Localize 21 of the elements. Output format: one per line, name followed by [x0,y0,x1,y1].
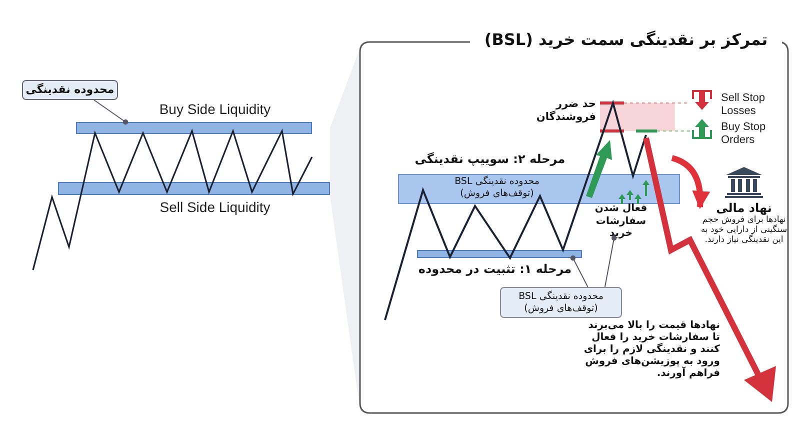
curved-arrow [671,155,710,210]
band-label: Sell Side Liquidity [158,199,272,215]
body-text: نهادها برای فروش حجم سنگینی از دارایی خود به این نقدینگی نیاز دارند. [700,215,788,246]
band-label: Buy Side Liquidity [158,101,272,117]
callout-box: محدوده نقدینگی BSL (توقف‌های فروش) [500,287,622,318]
liquidity-band [76,122,312,134]
liquidity-band [417,250,582,258]
stage-label: مرحله ۱: تثبیت در محدوده [417,262,573,276]
legend-text: Buy Stop Orders [721,121,767,148]
annotation-text: حد ضرر فروشندگان [535,98,596,124]
leader-line [604,235,617,288]
note-text: نهادها قیمت را بالا می‌برند تا سفارشات خرید را فعال کنند و نقدینگی لازم را برای ورود به پوزیشن‌های فروش فراهم آورند. [582,320,720,380]
legend-text: Sell Stop Losses [721,92,766,118]
leader-line [94,100,128,125]
callout-box: محدوده نقدینگی [22,80,118,100]
liquidity-band [58,182,330,195]
liquidity-band: محدوده نقدینگی BSL (توقف‌های فروش) [398,174,680,204]
title: تمرکز بر نقدینگی سمت خرید (BSL) [470,30,782,49]
heading-text: نهاد مالی [715,201,773,215]
stage-label: مرحله ۲: سوییپ نقدینگی [414,152,566,166]
leader-line [570,255,588,288]
